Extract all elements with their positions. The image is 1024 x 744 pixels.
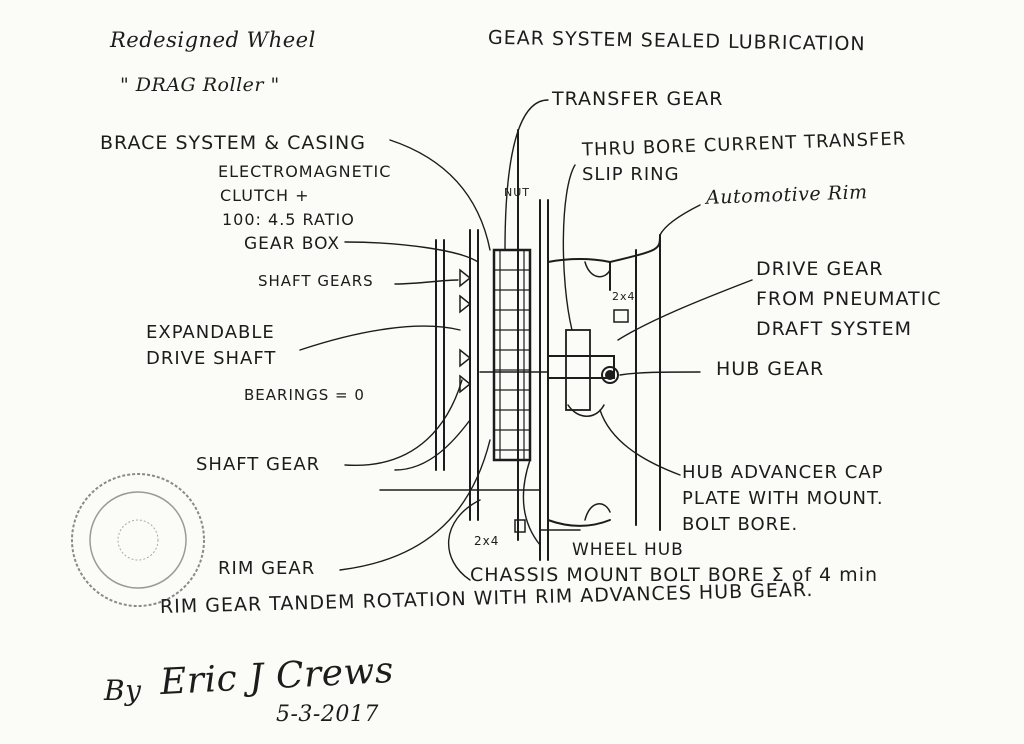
label-drive-gear-3: DRAFT SYSTEM [756,318,913,340]
label-slip-ring: SLIP RING [582,164,680,185]
label-hub-advancer-1: HUB ADVANCER CAP [682,462,884,483]
label-hub-gear: HUB GEAR [716,358,825,380]
label-gearbox: GEAR BOX [244,234,341,254]
label-hub-advancer-3: BOLT BORE. [682,514,799,535]
label-hub-advancer-2: PLATE WITH MOUNT. [682,488,884,509]
title-line-1: Redesigned Wheel [110,28,316,52]
label-shaft-gear: SHAFT GEAR [196,454,321,475]
label-expandable: EXPANDABLE [146,322,275,343]
label-clutch: CLUTCH + [220,186,310,205]
label-ratio: 100: 4.5 RATIO [222,210,355,229]
label-drive-gear-1: DRIVE GEAR [756,258,884,280]
label-chassis: CHASSIS MOUNT BOLT BORE Σ of 4 min [470,564,879,586]
label-nut: NUT [504,186,530,199]
label-bearings: BEARINGS = 0 [244,386,365,404]
label-drive-gear-2: FROM PNEUMATIC [756,288,942,310]
label-drive-shaft: DRIVE SHAFT [146,348,277,369]
label-by: By [104,674,142,707]
label-rim-gear: RIM GEAR [218,558,316,579]
label-2x4-top: 2x4 [612,290,636,303]
label-electromagnetic: ELECTROMAGNETIC [218,162,392,181]
title-line-2: " DRAG Roller " [120,74,280,96]
label-2x4-bottom: 2x4 [474,534,500,548]
label-date: 5-3-2017 [276,702,379,727]
label-brace: BRACE SYSTEM & CASING [100,132,366,154]
label-shaft-gears: SHAFT GEARS [258,272,374,290]
label-transfer-gear: TRANSFER GEAR [552,88,724,110]
label-wheel-hub: WHEEL HUB [572,540,684,560]
